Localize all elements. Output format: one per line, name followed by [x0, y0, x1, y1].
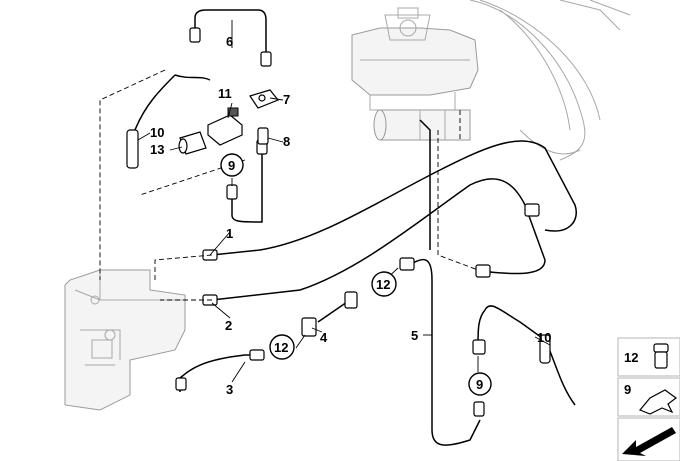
callout-9-upper: 9: [228, 158, 235, 173]
adapter-part-13: [178, 131, 207, 155]
brake-pipe-small-9: [231, 150, 263, 223]
callout-5: 5: [411, 328, 418, 343]
connector-4: [301, 291, 358, 337]
leader-lines: [137, 20, 551, 383]
hose-sleeve-lower-10: [539, 334, 551, 364]
circle-callout-12-b: [269, 334, 295, 360]
brake-line-10-lower: [477, 305, 576, 406]
legend-box-12: [617, 337, 680, 377]
callout-3: 3: [226, 382, 233, 397]
legend-sleeve-icon: [653, 343, 669, 369]
legend-panel: 12 9: [617, 337, 680, 461]
legend-box-arrow: [617, 417, 680, 461]
direction-arrow-icon: [622, 427, 676, 456]
callout-2: 2: [225, 318, 232, 333]
pressure-sensor-part: [207, 107, 243, 146]
callout-13: 13: [150, 142, 164, 157]
callout-12-b: 12: [274, 340, 288, 355]
adapter-part-8: [257, 127, 269, 145]
brake-line-2: [211, 178, 546, 301]
master-cylinder-ghost: [373, 109, 471, 141]
legend-clip-icon: [639, 389, 678, 415]
callout-10: 10: [150, 125, 164, 140]
callout-labels: 1 2 3 4 5 6 7 8 10 11 13 10 9 9 12 12: [150, 34, 551, 397]
hose-sleeve-10: [126, 129, 139, 169]
callout-10-lower: 10: [537, 330, 551, 345]
t-piece-part-7: [249, 89, 279, 109]
callout-9-lower: 9: [476, 377, 483, 392]
callout-7: 7: [283, 92, 290, 107]
abs-unit-ghost: [64, 269, 186, 411]
brake-line-1: [211, 140, 577, 256]
brake-hose-10-upper: [131, 74, 211, 166]
circle-callout-9-upper: [220, 153, 244, 177]
legend-label-9: 9: [624, 382, 631, 397]
brake-booster-ghost: [469, 0, 631, 161]
brake-line-3: [179, 354, 255, 392]
circle-callout-9-lower: [468, 372, 492, 396]
brake-fluid-reservoir-ghost: [351, 7, 479, 111]
brake-line-5: [409, 119, 481, 446]
callout-11: 11: [218, 86, 232, 101]
callout-1: 1: [226, 226, 233, 241]
callout-12-a: 12: [376, 277, 390, 292]
brake-line-6: [194, 9, 267, 55]
legend-label-12: 12: [624, 350, 638, 365]
circle-callout-12-a: [371, 271, 397, 297]
callout-6: 6: [226, 34, 233, 49]
callout-8: 8: [283, 134, 290, 149]
callout-4: 4: [320, 330, 328, 345]
